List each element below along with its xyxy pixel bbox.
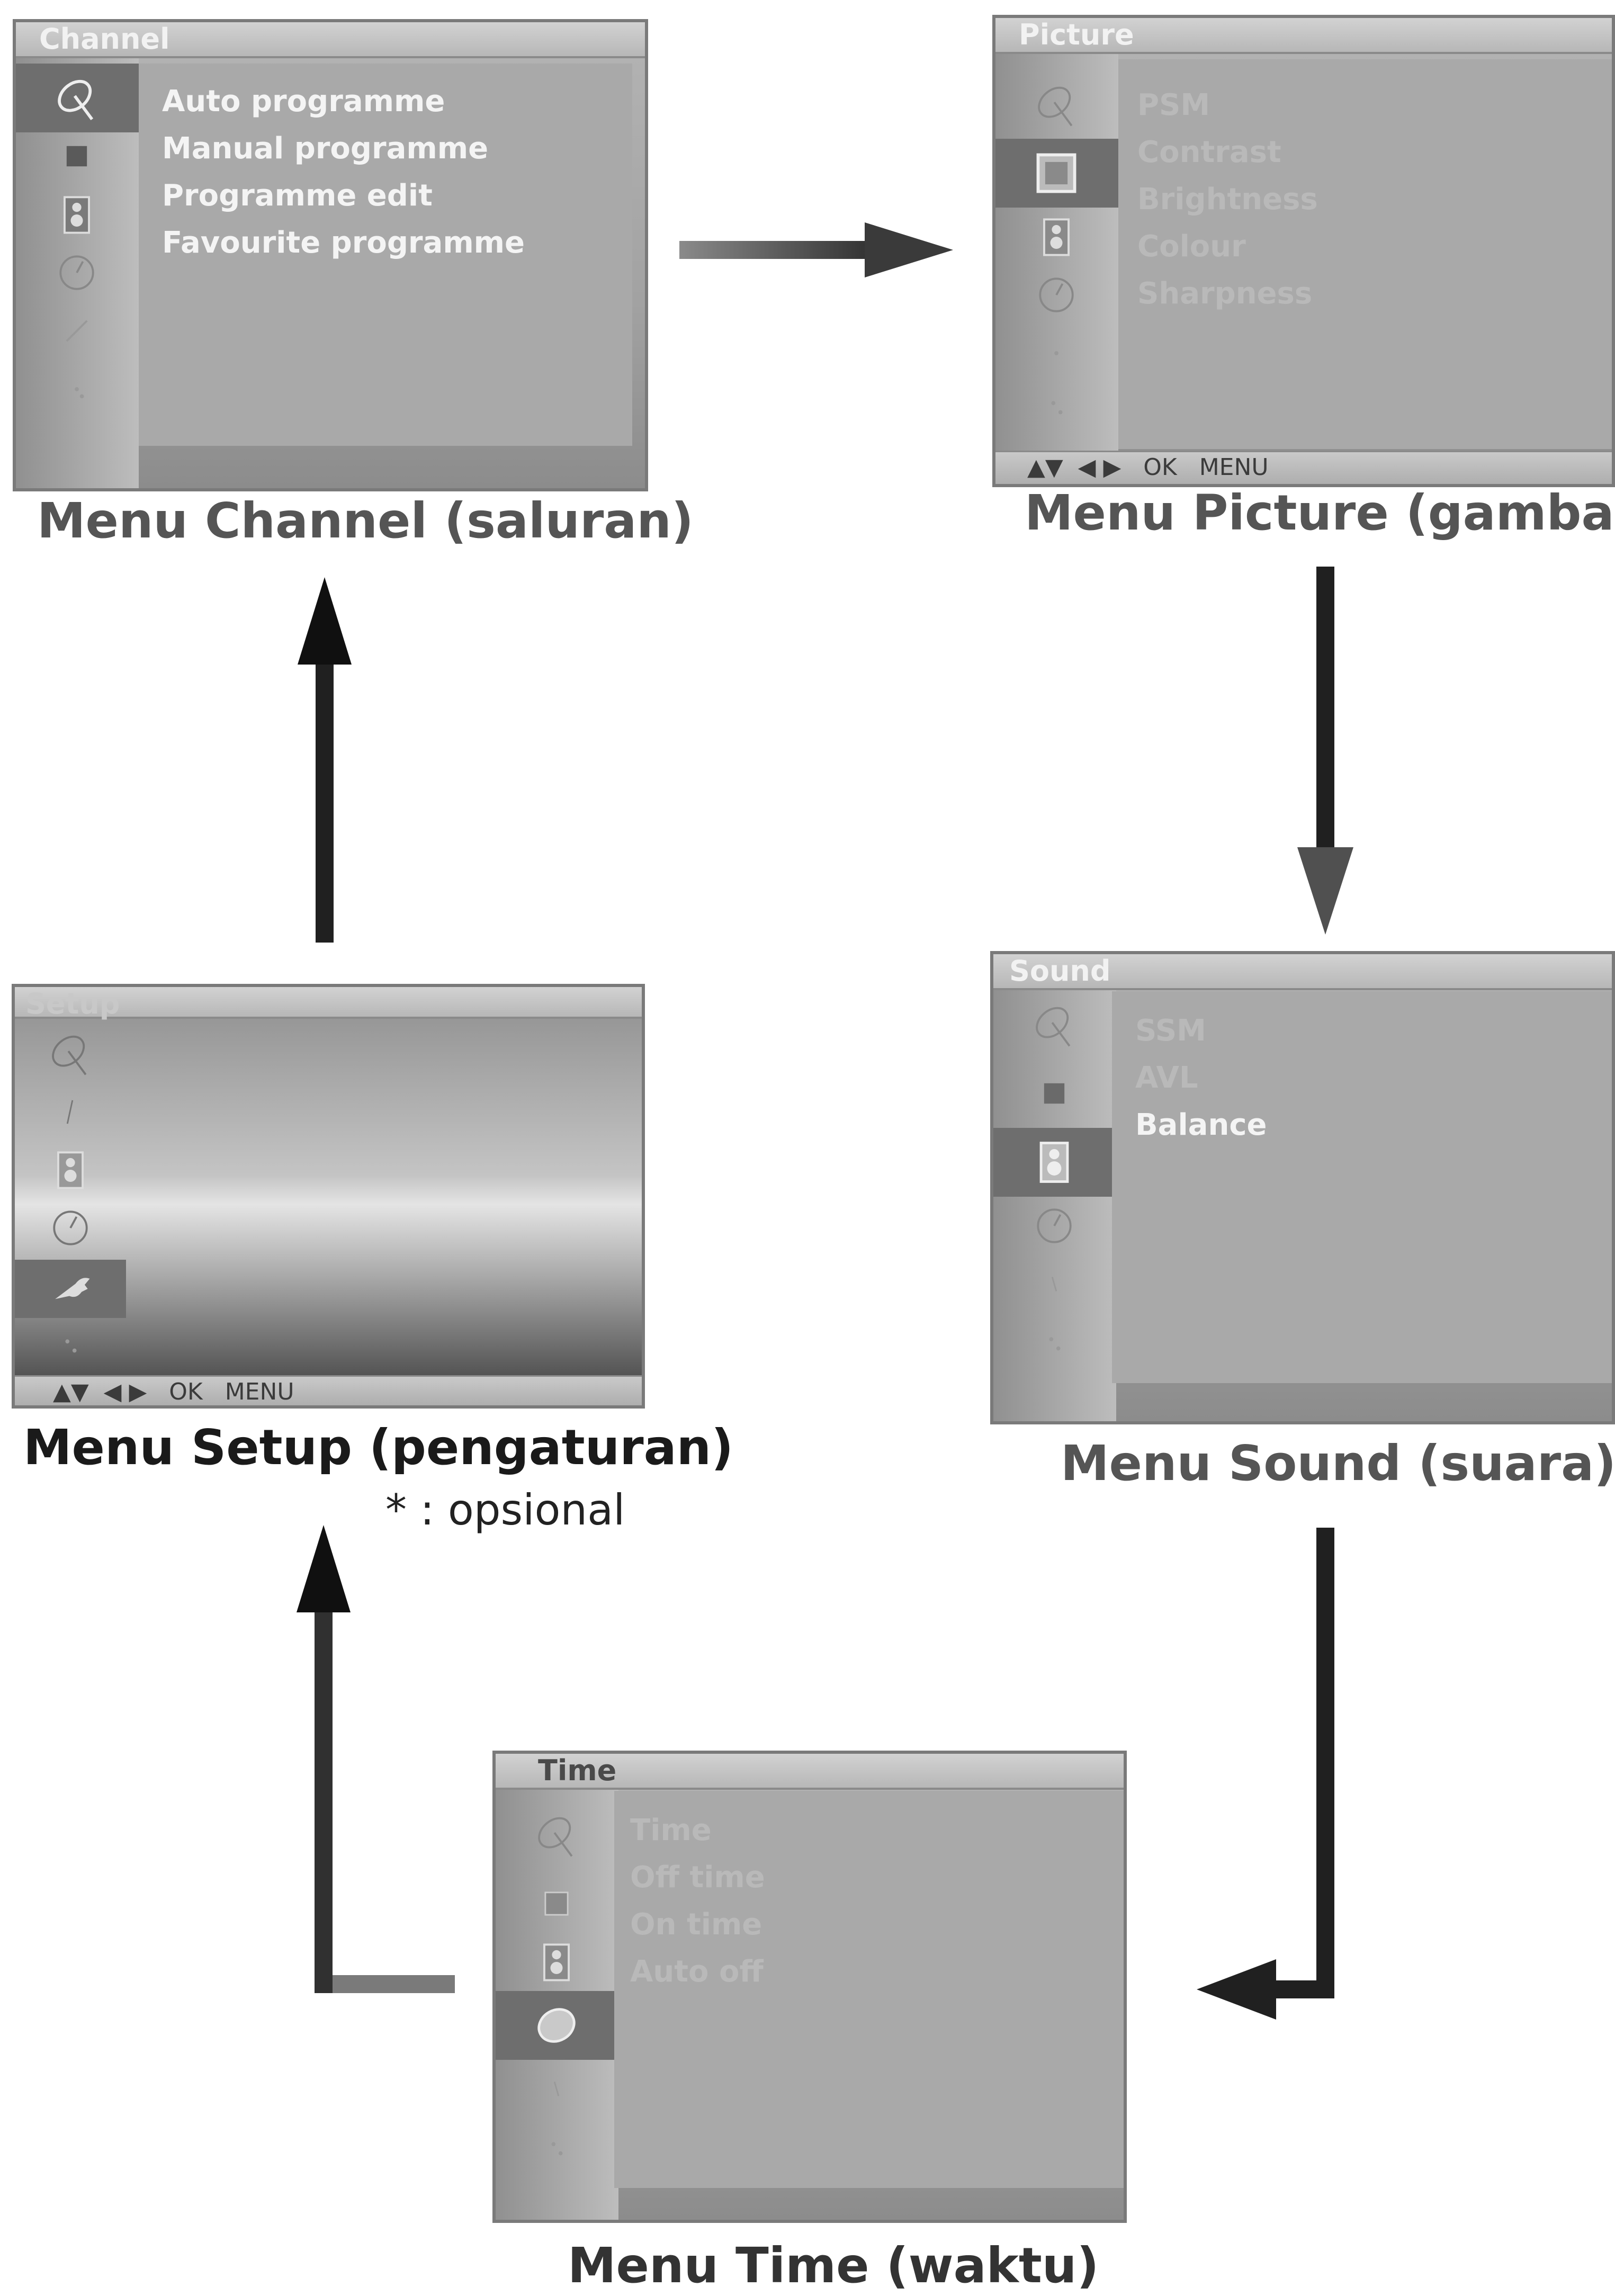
channel-menu-panel: Channel Auto programme Manual programme … (13, 19, 648, 491)
setup-wrench-icon[interactable] (41, 1260, 100, 1318)
satellite-dish-icon[interactable] (1025, 995, 1083, 1054)
menu-item-colour[interactable]: Colour (1137, 229, 1246, 264)
sound-menu-sidebar (993, 990, 1116, 1421)
picture-square-icon[interactable] (1027, 144, 1085, 202)
speaker-icon[interactable] (48, 185, 106, 244)
sound-menu-list: SSM AVL Balance (1135, 1007, 1267, 1149)
picture-menu-content (1118, 59, 1612, 449)
channel-menu-list: Auto programme Manual programme Programm… (162, 78, 525, 266)
channel-menu-caption: Menu Channel (saluran) (37, 492, 694, 549)
sound-menu-content (1112, 991, 1612, 1383)
picture-menu-panel: Picture PSM Contrast Brightness Colour S… (992, 15, 1615, 487)
clock-icon[interactable] (1027, 266, 1085, 324)
picture-menu-title: Picture (1019, 18, 1134, 51)
clock-icon[interactable] (527, 1996, 586, 2055)
arrow-picture-to-sound (1297, 567, 1353, 935)
speaker-icon[interactable] (1027, 208, 1085, 266)
setup-menu-caption: Menu Setup (pengaturan) (23, 1419, 734, 1476)
setup-menu-sidebar (15, 1019, 126, 1374)
menu-item-time[interactable]: Time (630, 1813, 712, 1847)
menu-item-psm[interactable]: PSM (1137, 88, 1210, 122)
picture-square-icon[interactable] (1025, 1064, 1083, 1123)
arrow-channel-to-picture (679, 222, 953, 277)
arrow-setup-to-channel (298, 577, 352, 943)
satellite-dish-icon[interactable] (41, 1024, 100, 1082)
speaker-icon[interactable] (41, 1141, 100, 1199)
menu-item-auto-off[interactable]: Auto off (630, 1954, 764, 1989)
time-menu-panel: Time Time Off time On time Auto off (492, 1751, 1127, 2223)
menu-item-auto-programme[interactable]: Auto programme (162, 84, 445, 119)
satellite-dish-icon[interactable] (48, 69, 106, 127)
menu-item-off-time[interactable]: Off time (630, 1860, 765, 1895)
clock-icon[interactable] (1025, 1197, 1083, 1255)
speaker-icon[interactable] (1025, 1133, 1083, 1191)
sound-menu-panel: Sound SSM AVL Balance (990, 951, 1615, 1424)
menu-item-ssm[interactable]: SSM (1135, 1014, 1206, 1048)
picture-menu-titlebar: Picture (995, 18, 1612, 54)
time-menu-title: Time (538, 1754, 617, 1787)
picture-menu-sidebar (995, 54, 1118, 484)
arrow-time-to-setup (297, 1525, 455, 1993)
channel-menu-title: Channel (39, 22, 170, 56)
setup-wrench-icon[interactable] (48, 302, 106, 360)
time-menu-content (614, 1791, 1124, 2188)
picture-menu-statusbar: ▲▼ ◀ ▶ OK MENU (995, 451, 1612, 484)
channel-menu-titlebar: Channel (16, 22, 645, 58)
clock-icon[interactable] (48, 244, 106, 302)
setup-wrench-icon[interactable] (1027, 324, 1085, 382)
setup-menu-title: Setup (25, 987, 120, 1020)
picture-square-icon[interactable] (527, 1875, 586, 1933)
option-icon[interactable] (1025, 1313, 1083, 1371)
navigation-hint: ▲▼ ◀ ▶ OK MENU (1027, 454, 1269, 481)
setup-wrench-icon[interactable] (1025, 1255, 1083, 1313)
picture-menu-list: PSM Contrast Brightness Colour Sharpness (1137, 82, 1318, 317)
menu-item-on-time[interactable]: On time (630, 1907, 762, 1942)
picture-square-icon[interactable] (41, 1082, 100, 1141)
speaker-icon[interactable] (527, 1933, 586, 1991)
picture-square-icon[interactable] (48, 127, 106, 185)
option-icon[interactable] (527, 2118, 586, 2176)
time-menu-list: Time Off time On time Auto off (630, 1807, 765, 1995)
menu-item-contrast[interactable]: Contrast (1137, 135, 1281, 169)
clock-icon[interactable] (41, 1199, 100, 1257)
navigation-hint: ▲▼ ◀ ▶ OK MENU (53, 1378, 294, 1405)
menu-item-sharpness[interactable]: Sharpness (1137, 276, 1313, 311)
satellite-dish-icon[interactable] (1027, 75, 1085, 133)
setup-menu-titlebar: Setup (15, 987, 642, 1020)
sound-menu-title: Sound (1009, 954, 1111, 988)
menu-item-programme-edit[interactable]: Programme edit (162, 178, 433, 213)
menu-item-brightness[interactable]: Brightness (1137, 182, 1318, 217)
satellite-dish-icon[interactable] (527, 1806, 586, 1864)
menu-item-avl[interactable]: AVL (1135, 1061, 1198, 1095)
menu-item-manual-programme[interactable]: Manual programme (162, 131, 489, 166)
menu-item-favourite-programme[interactable]: Favourite programme (162, 226, 525, 260)
setup-menu-panel: Setup ▲▼ ◀ ▶ OK MENU (12, 984, 645, 1409)
setup-wrench-icon[interactable] (527, 2060, 586, 2118)
menu-item-balance[interactable]: Balance (1135, 1108, 1267, 1142)
time-menu-sidebar (496, 1790, 618, 2220)
time-menu-titlebar: Time (496, 1754, 1124, 1790)
option-icon[interactable] (41, 1315, 100, 1374)
optional-footnote: * : opsional (385, 1485, 625, 1535)
sound-menu-caption: Menu Sound (suara) (1061, 1435, 1615, 1492)
arrow-sound-to-time (1197, 1528, 1334, 2020)
picture-menu-caption: Menu Picture (gambar) (1025, 485, 1615, 541)
channel-menu-content (139, 64, 632, 446)
sound-menu-titlebar: Sound (993, 954, 1612, 990)
time-menu-caption: Menu Time (waktu) (568, 2237, 1099, 2294)
option-icon[interactable] (1027, 377, 1085, 435)
setup-menu-statusbar: ▲▼ ◀ ▶ OK MENU (15, 1375, 642, 1405)
option-icon[interactable] (48, 360, 106, 418)
channel-menu-sidebar (16, 58, 139, 488)
